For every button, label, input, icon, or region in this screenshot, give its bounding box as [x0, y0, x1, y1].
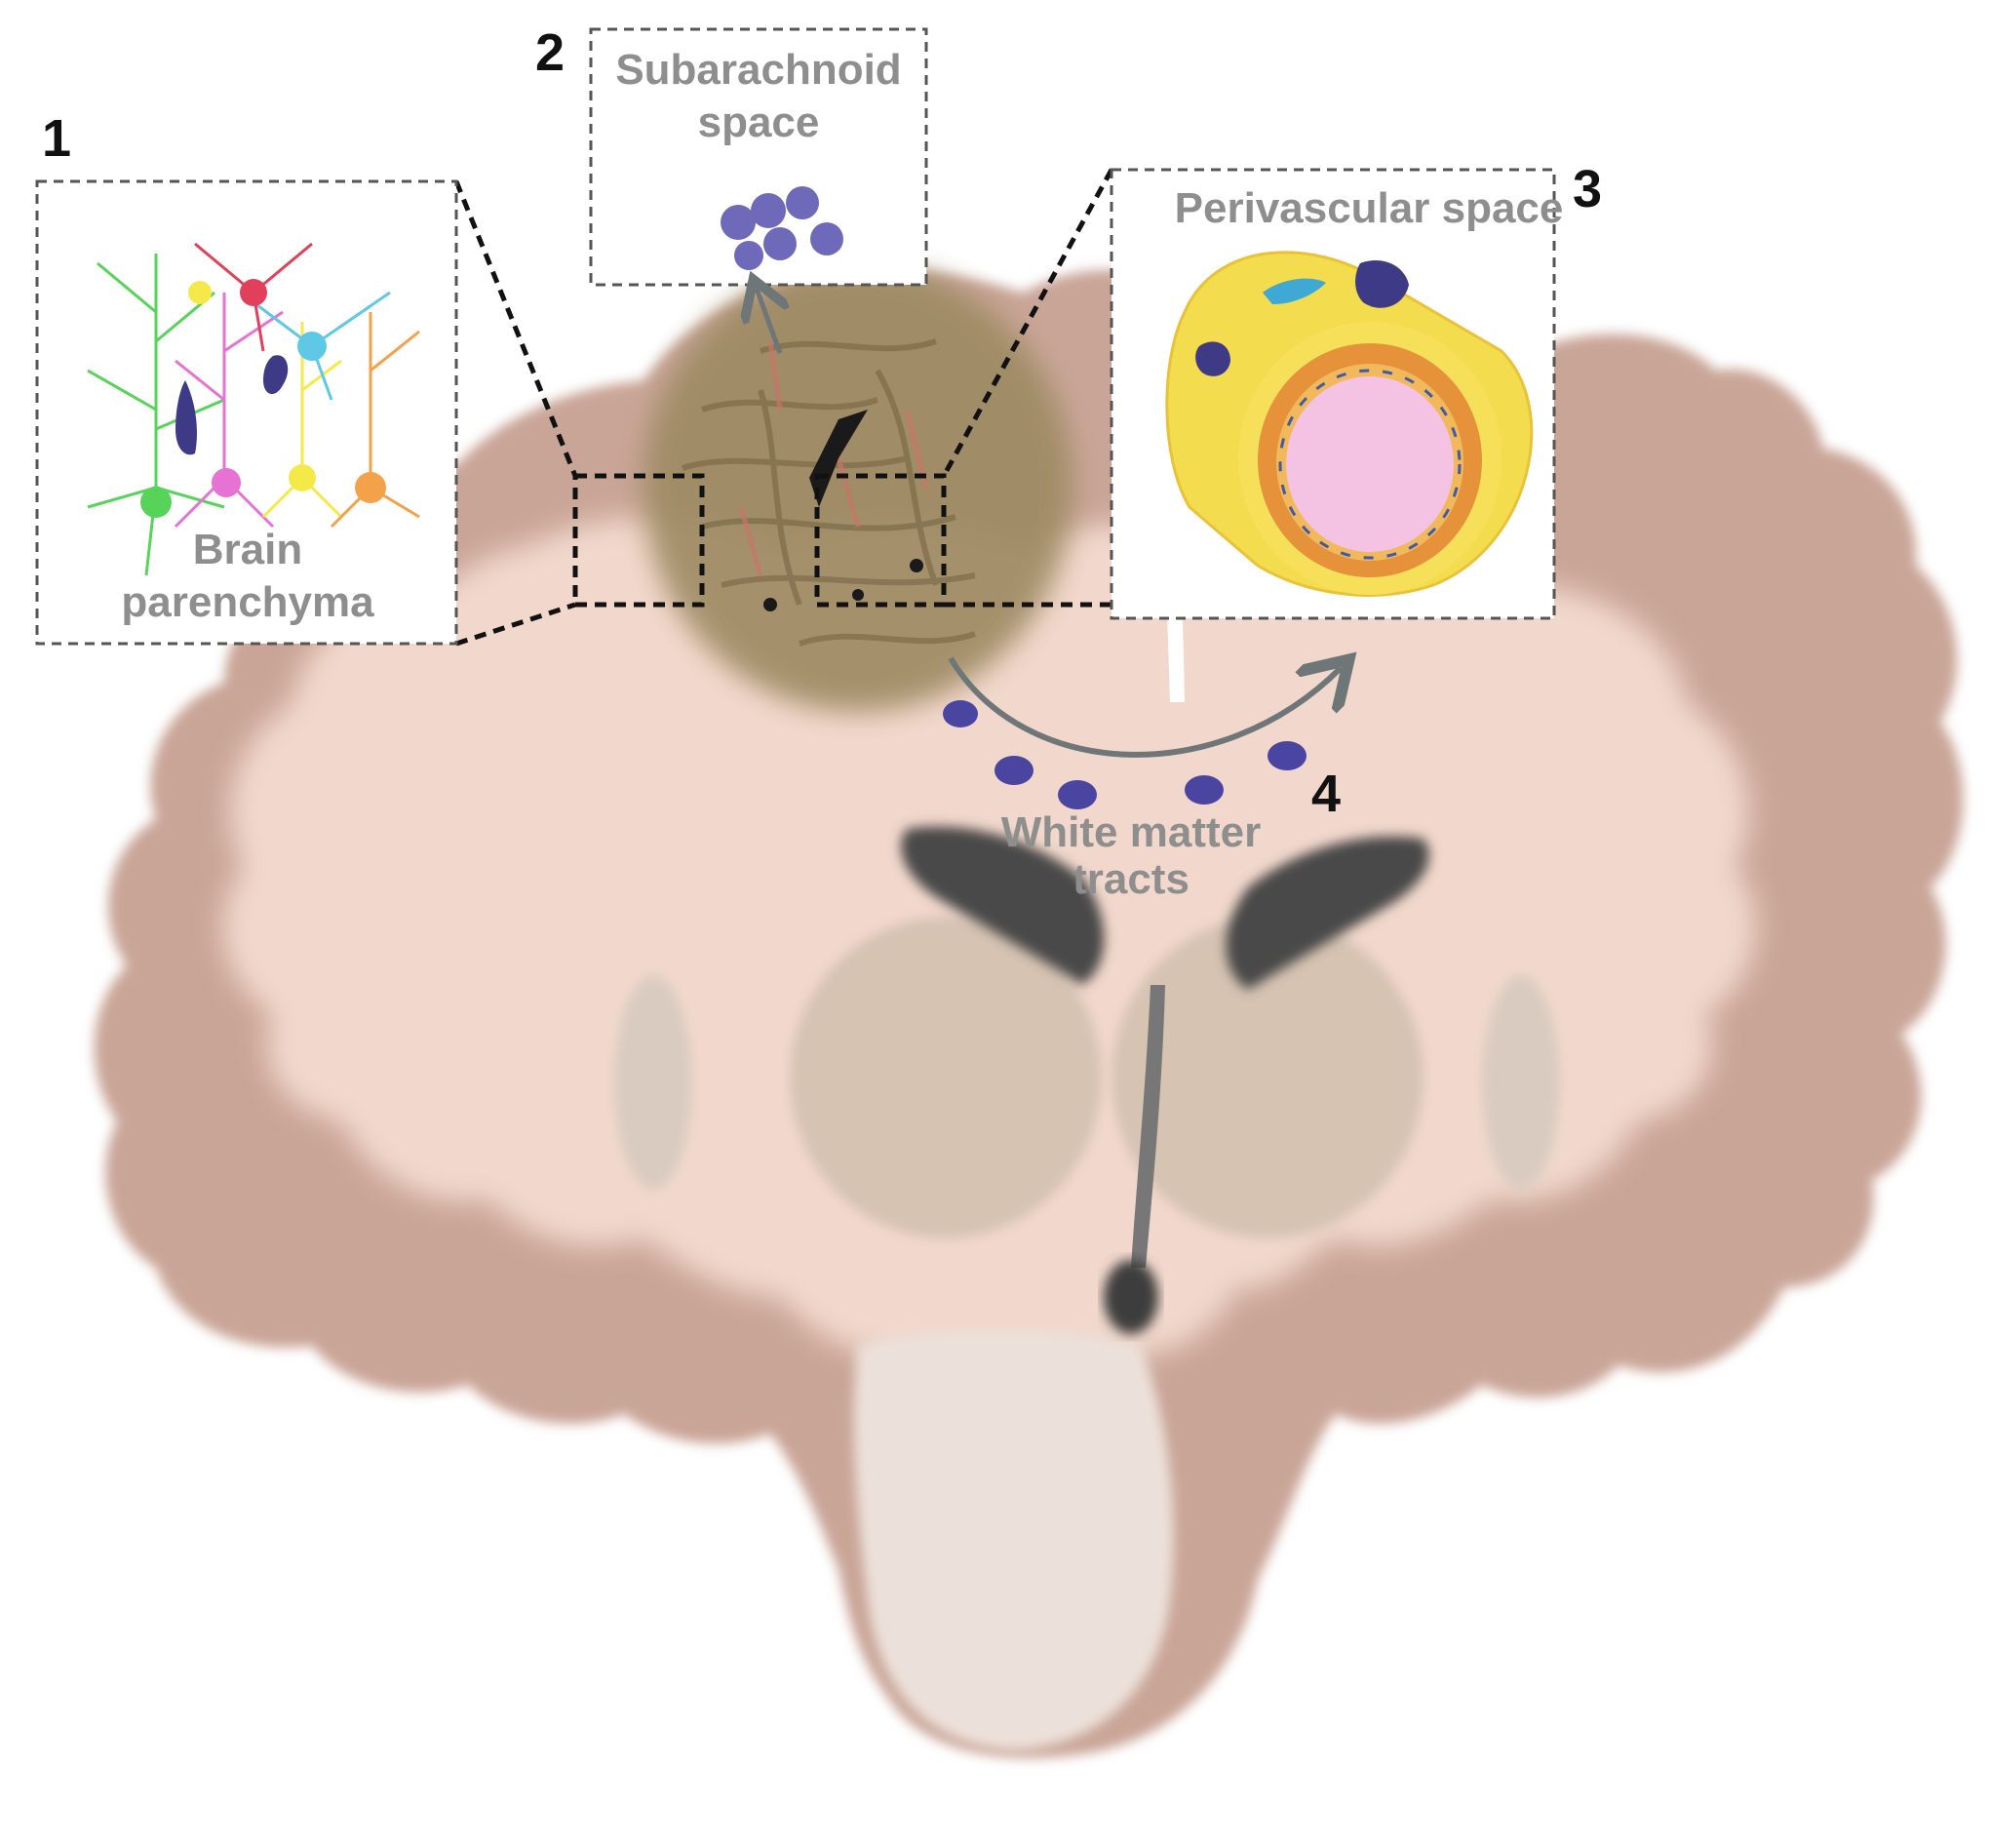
neuron-soma: [140, 487, 172, 518]
vessel-lumen: [1286, 376, 1454, 552]
white-matter-tumor-cells: [943, 700, 1306, 809]
panel-perivascular-space: Perivascular space 3: [1110, 160, 1602, 620]
neuron-network: [87, 242, 420, 576]
third-ventricle: [1131, 985, 1165, 1268]
tumor-cell: [721, 205, 756, 240]
putamen-right: [1482, 975, 1560, 1190]
neuron-soma: [297, 332, 327, 361]
blood-vessel: [1165, 251, 1534, 597]
panel-3-label: Perivascular space: [1175, 184, 1564, 232]
neuron-soma: [188, 281, 212, 304]
brain-section: [94, 268, 1964, 1758]
panel-1-number: 1: [42, 109, 71, 168]
tumor-texture: [682, 338, 976, 647]
panel-brain-parenchyma: Brain parenchyma 1: [35, 109, 458, 646]
neuron-somas: [140, 279, 386, 518]
panel-4-label-line-1: White matter: [1001, 808, 1261, 856]
panel-1-label-line-1: Brain: [193, 526, 302, 573]
perivascular-cell: [1263, 278, 1326, 304]
zoom-box-parenchyma: [572, 473, 705, 608]
panel-2-label-line-2: space: [698, 98, 820, 146]
brainstem: [853, 1331, 1174, 1750]
endothelial-ring: [1278, 369, 1462, 560]
panel-4-label-line-2: tracts: [1072, 855, 1190, 903]
neuron-soma: [355, 472, 386, 503]
perivascular-tumor-cell: [1355, 259, 1409, 308]
putamen-left: [614, 975, 692, 1190]
tumor-cell: [751, 193, 786, 228]
tumor-cell-invading: [176, 380, 197, 455]
zoom-connectors: [453, 168, 1114, 647]
thalamus-right: [1112, 917, 1424, 1239]
neuron-soma: [212, 468, 241, 497]
tumor-cell: [763, 227, 797, 260]
migration-arrow: [948, 658, 1341, 758]
lateral-ventricle-right: [1226, 836, 1429, 990]
panel-4-number: 4: [1311, 765, 1341, 823]
panel-white-matter-tracts: White matter tracts 4: [943, 658, 1341, 903]
panel-1-box: [35, 179, 458, 646]
perivascular-tumor-cell: [1195, 341, 1230, 376]
zoom-box-perivascular: [814, 473, 947, 608]
panel-3-number: 3: [1573, 160, 1602, 218]
panel-subarachnoid-space: Subarachnoid space 2: [535, 23, 928, 287]
panel-2-label-line-1: Subarachnoid: [615, 46, 901, 94]
panel-1-label-line-2: parenchyma: [121, 578, 374, 626]
tumor-cell: [1268, 741, 1306, 770]
tumor: [644, 263, 1072, 712]
tumor-mass: [644, 263, 1072, 712]
tumor-cell: [994, 756, 1034, 785]
tumor-cell-invading: [263, 355, 289, 395]
panel-2-number: 2: [535, 23, 565, 82]
tumor-necrosis: [763, 410, 923, 611]
tumor-cell: [734, 241, 763, 270]
csf-tumor-cells: [721, 186, 843, 270]
third-ventricle-bottom: [1104, 1260, 1158, 1334]
neuron-soma: [289, 464, 316, 491]
panel-2-box: [589, 27, 928, 287]
tumor-cell: [1058, 780, 1097, 809]
thalamus-left: [790, 917, 1102, 1239]
tumor-cell: [810, 222, 843, 256]
arrow-to-subarachnoid: [757, 289, 780, 354]
lateral-ventricle-left: [901, 826, 1105, 985]
neuron-soma: [240, 279, 267, 306]
tumor-cell: [943, 700, 978, 727]
tumor-cell: [786, 186, 819, 219]
tumor-cell: [1185, 775, 1224, 805]
